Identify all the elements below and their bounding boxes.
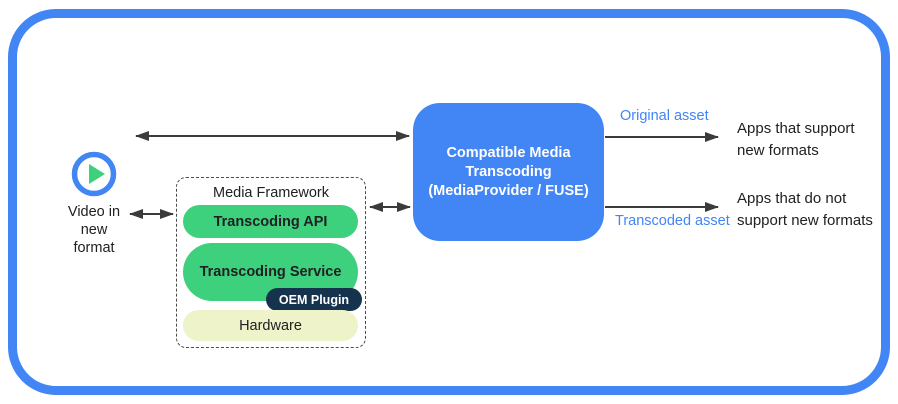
video-label-line: Video in [67, 204, 121, 220]
video-label-line: new [80, 222, 108, 238]
transcoder-label-line: Compatible Media [446, 144, 571, 161]
original-asset-label: Original asset [620, 108, 709, 124]
apps-no-support-line: support new formats [737, 211, 873, 229]
media-framework-box: Media Framework Transcoding API Transcod… [176, 177, 366, 348]
transcoding-api-pill: Transcoding API [183, 205, 358, 238]
apps-support-label: Apps that support new formats [737, 118, 855, 161]
apps-support-line: Apps that support [737, 120, 855, 137]
hardware-pill: Hardware [183, 310, 358, 341]
apps-support-line: new formats [737, 141, 819, 159]
transcoded-asset-label: Transcoded asset [615, 213, 730, 229]
oem-plugin-label: OEM Plugin [278, 292, 350, 307]
hardware-label: Hardware [239, 317, 302, 334]
video-format-label: Video in new format [52, 203, 136, 257]
oem-plugin-pill: OEM Plugin [266, 288, 362, 311]
apps-no-support-label: Apps that do not support new formats [737, 188, 873, 231]
play-icon [71, 151, 117, 197]
transcoder-box: Compatible Media Transcoding (MediaProvi… [413, 103, 604, 241]
media-framework-title: Media Framework [212, 185, 330, 201]
transcoding-api-label: Transcoding API [213, 213, 328, 230]
transcoder-label-line: (MediaProvider / FUSE) [428, 182, 589, 199]
diagram-outer-border [8, 9, 890, 395]
apps-no-support-line: Apps that do not [737, 190, 847, 207]
video-label-line: format [73, 240, 115, 256]
transcoder-label-line: Transcoding [465, 163, 552, 180]
transcoding-service-label: Transcoding Service [199, 264, 342, 280]
